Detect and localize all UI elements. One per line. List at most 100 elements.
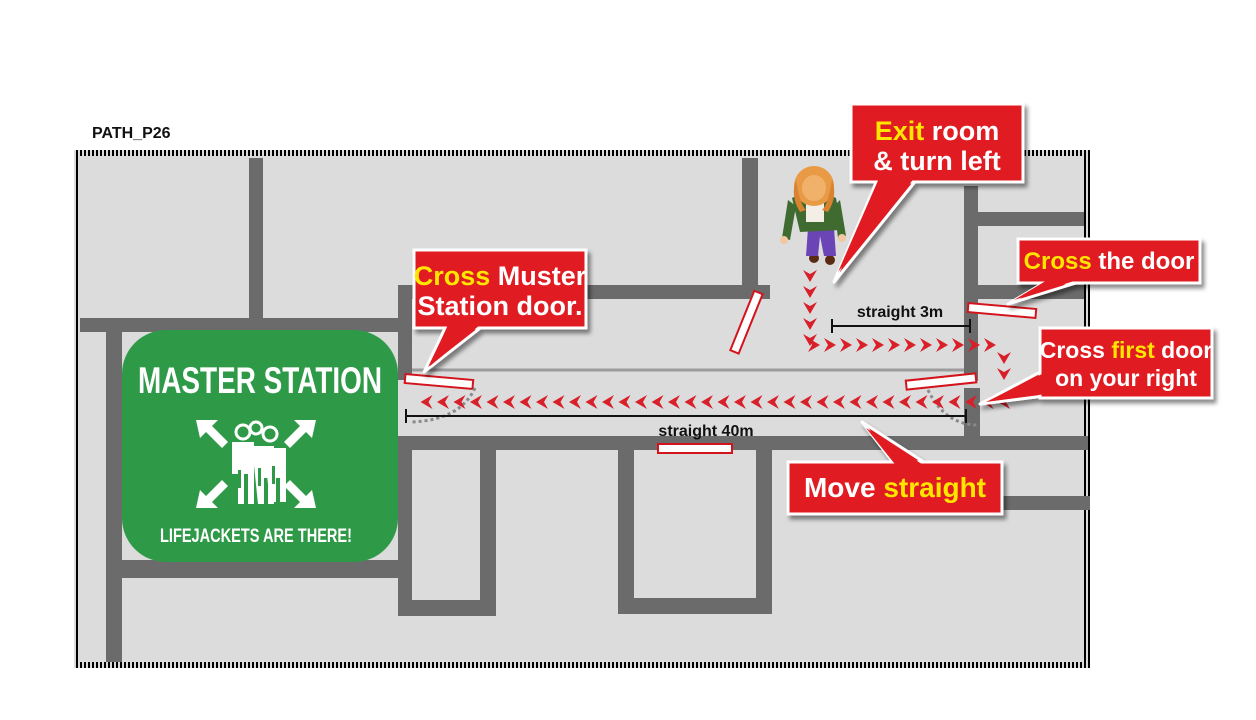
route-arrow xyxy=(618,395,631,409)
measurement-short: straight 3m xyxy=(831,304,971,333)
room-door xyxy=(729,289,764,355)
route-arrow xyxy=(803,270,817,282)
route-arrow xyxy=(750,395,763,409)
route-arrow xyxy=(816,395,829,409)
route-arrow xyxy=(866,395,878,409)
outer-wall-left xyxy=(74,150,80,668)
callout-move-straight-pre: Move xyxy=(804,472,883,503)
route-arrow xyxy=(470,395,482,409)
first-right-door xyxy=(904,372,978,391)
route-arrow xyxy=(899,395,911,409)
route-arrow xyxy=(803,286,817,298)
callout-exit-room-line2: & turn left xyxy=(873,146,1001,176)
callout-cross-muster-line1: Cross Muster xyxy=(414,261,587,291)
callout-cross-first-door-line1: Cross first door xyxy=(1040,337,1213,363)
callout-cross-first-door-line2: on your right xyxy=(1055,365,1197,391)
route-arrow xyxy=(803,318,817,330)
callout-cross-first-door-highlight: first xyxy=(1111,337,1155,363)
muster-station-door xyxy=(403,372,475,391)
callout-move-straight-highlight: straight xyxy=(883,472,986,503)
route-arrow xyxy=(872,338,884,352)
route-arrow xyxy=(585,395,598,409)
callout-exit-room xyxy=(832,102,1025,284)
route-arrow xyxy=(635,395,647,409)
route-arrow xyxy=(602,395,614,409)
outer-wall-right xyxy=(1084,150,1090,668)
outer-wall-bottom xyxy=(74,662,1090,668)
lower-door xyxy=(657,443,733,454)
master-station-subtitle: LIFEJACKETS ARE THERE! xyxy=(160,526,352,547)
callout-cross-first-door-pre: Cross xyxy=(1040,337,1112,363)
route-arrow xyxy=(453,395,466,409)
callout-exit-room-line1: Exit room xyxy=(875,116,1000,146)
route-arrows-down xyxy=(803,270,1011,380)
callout-cross-the-door-rest: the door xyxy=(1092,248,1195,275)
route-arrow xyxy=(569,395,581,409)
outer-wall-top xyxy=(74,150,1090,156)
master-station-title: MASTER STATION xyxy=(138,360,382,401)
callout-cross-the-door-text: Cross the door xyxy=(1024,248,1195,275)
route-arrow xyxy=(932,395,944,409)
door-swing-left xyxy=(411,387,477,424)
measurement-short-label: straight 3m xyxy=(857,304,943,321)
route-arrow xyxy=(968,338,980,352)
route-arrow xyxy=(420,395,433,409)
person-walking-icon xyxy=(780,166,846,265)
route-arrow xyxy=(808,338,820,352)
route-arrow xyxy=(486,395,499,409)
route-arrow xyxy=(904,338,916,352)
assembly-point-icon xyxy=(196,420,316,508)
route-arrow xyxy=(651,395,664,409)
route-arrow xyxy=(952,338,964,352)
route-arrow xyxy=(888,338,900,352)
doors xyxy=(403,289,1038,454)
door-swing-right xyxy=(926,389,979,427)
route-arrow xyxy=(849,395,862,409)
route-arrow xyxy=(824,338,836,352)
route-arrow xyxy=(920,338,932,352)
route-arrow xyxy=(915,395,928,409)
callout-move-straight xyxy=(786,420,1004,516)
corridor-door xyxy=(966,301,1038,320)
route-arrow xyxy=(997,352,1011,364)
route-arrow xyxy=(833,395,845,409)
measurement-long-label: straight 40m xyxy=(658,423,753,440)
callout-cross-muster-highlight: Cross xyxy=(414,261,491,291)
measurement-long: straight 40m xyxy=(405,409,967,440)
route-arrow xyxy=(948,395,961,409)
route-arrow xyxy=(783,395,796,409)
master-station-panel: MASTER STATION LIFEJACKETS ARE THERE! xyxy=(122,330,398,562)
callout-cross-first-door xyxy=(978,326,1214,406)
callout-cross-muster-rest: Muster xyxy=(490,261,587,291)
route-arrow xyxy=(684,395,697,409)
route-arrow xyxy=(437,395,449,409)
route-arrow xyxy=(997,368,1011,380)
route-arrow xyxy=(717,395,730,409)
route-arrow xyxy=(803,302,817,314)
callout-cross-muster xyxy=(412,248,588,374)
callout-cross-the-door-highlight: Cross xyxy=(1024,248,1092,275)
route-arrow xyxy=(840,338,852,352)
callout-cross-first-door-post: door xyxy=(1155,337,1213,363)
callout-exit-room-rest: room xyxy=(924,116,999,146)
route-arrow xyxy=(519,395,532,409)
path-label: PATH_P26 xyxy=(92,125,171,142)
route-arrow xyxy=(668,395,680,409)
route-arrows-right xyxy=(808,338,996,352)
route-arrow xyxy=(800,395,812,409)
callout-move-straight-text: Move straight xyxy=(804,472,986,503)
route-arrow xyxy=(856,338,868,352)
route-arrow xyxy=(734,395,746,409)
route-arrow xyxy=(552,395,565,409)
route-arrow xyxy=(936,338,948,352)
route-arrow xyxy=(984,338,996,352)
callout-cross-muster-line2: Station door. xyxy=(418,291,583,321)
callout-exit-room-highlight: Exit xyxy=(875,116,925,146)
route-arrow xyxy=(965,395,977,409)
route-arrow xyxy=(701,395,713,409)
callout-cross-the-door xyxy=(1006,237,1202,306)
route-arrow xyxy=(503,395,515,409)
route-arrow xyxy=(767,395,779,409)
route-arrow xyxy=(882,395,895,409)
